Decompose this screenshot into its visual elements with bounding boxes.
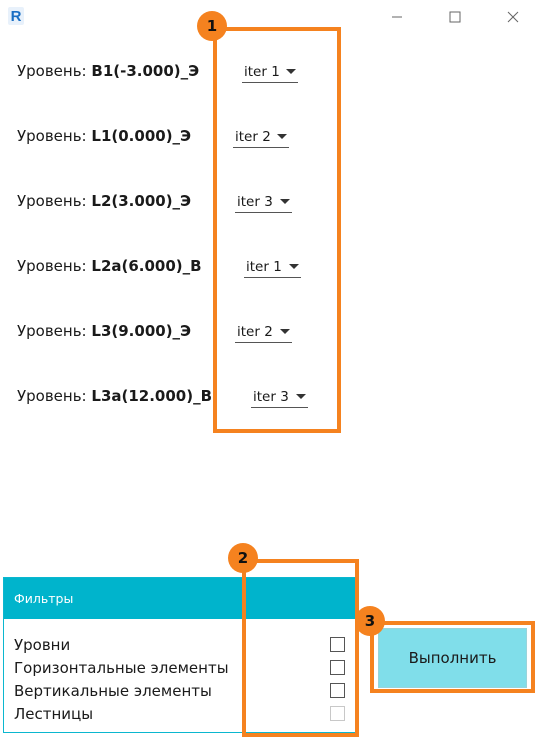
level-label: Уровень: L1(0.000)_Э (17, 127, 191, 145)
iteration-dropdown[interactable]: iter 2 (235, 321, 292, 343)
iteration-value: iter 3 (253, 388, 289, 405)
iteration-value: iter 2 (237, 323, 273, 340)
level-prefix: Уровень: (17, 387, 92, 405)
iteration-value: iter 1 (244, 63, 280, 80)
level-prefix: Уровень: (17, 192, 92, 210)
close-icon (507, 11, 519, 23)
iteration-dropdown[interactable]: iter 1 (244, 256, 301, 278)
iteration-value: iter 2 (235, 128, 271, 145)
dropdown-arrow-icon (280, 199, 290, 204)
annotation-badge-3: 3 (355, 606, 385, 636)
level-label: Уровень: L3a(12.000)_B (17, 387, 212, 405)
filter-row-horizontal: Горизонтальные элементы (14, 657, 345, 679)
dropdown-arrow-icon (289, 264, 299, 269)
annotation-box-3 (370, 621, 535, 693)
run-button[interactable]: Выполнить (378, 628, 527, 688)
filter-row-vertical: Вертикальные элементы (14, 680, 345, 702)
level-name: L1(0.000)_Э (91, 127, 192, 145)
level-prefix: Уровень: (17, 62, 92, 80)
dropdown-arrow-icon (296, 394, 306, 399)
filter-checkbox-vertical[interactable] (330, 683, 345, 698)
level-prefix: Уровень: (17, 322, 92, 340)
maximize-button[interactable] (440, 6, 470, 28)
iteration-dropdown[interactable]: iter 3 (235, 191, 292, 213)
revit-logo-icon: R (8, 7, 24, 25)
svg-text:R: R (11, 8, 22, 25)
filter-label: Лестницы (14, 705, 94, 723)
iteration-dropdown[interactable]: iter 2 (233, 126, 289, 148)
close-button[interactable] (498, 6, 528, 28)
annotation-box-2 (242, 559, 359, 737)
filter-label: Вертикальные элементы (14, 682, 212, 700)
iteration-value: iter 3 (237, 193, 273, 210)
level-label: Уровень: L3(9.000)_Э (17, 322, 191, 340)
level-name: L3(9.000)_Э (91, 322, 192, 340)
filter-row-stairs: Лестницы (14, 703, 345, 725)
filter-checkbox-levels[interactable] (330, 637, 345, 652)
annotation-box-1 (213, 27, 341, 433)
filter-label: Горизонтальные элементы (14, 659, 229, 677)
level-label: Уровень: B1(-3.000)_Э (17, 62, 199, 80)
level-label: Уровень: L2a(6.000)_B (17, 257, 202, 275)
filters-panel: Фильтры Уровни Горизонтальные элементы В… (3, 577, 356, 733)
level-label: Уровень: L2(3.000)_Э (17, 192, 191, 210)
minimize-button[interactable] (382, 6, 412, 28)
filter-label: Уровни (14, 636, 71, 654)
maximize-icon (449, 11, 461, 23)
filters-header: Фильтры (4, 578, 355, 619)
level-name: L2(3.000)_Э (91, 192, 192, 210)
level-name: L3a(12.000)_B (91, 387, 213, 405)
iteration-dropdown[interactable]: iter 1 (242, 61, 298, 83)
annotation-badge-1: 1 (197, 11, 227, 41)
iteration-value: iter 1 (246, 258, 282, 275)
level-prefix: Уровень: (17, 257, 92, 275)
level-name: B1(-3.000)_Э (91, 62, 200, 80)
minimize-icon (392, 16, 402, 18)
dropdown-arrow-icon (280, 329, 290, 334)
dropdown-arrow-icon (277, 134, 287, 139)
level-prefix: Уровень: (17, 127, 92, 145)
dropdown-arrow-icon (286, 69, 296, 74)
filter-row-levels: Уровни (14, 634, 345, 656)
iteration-dropdown[interactable]: iter 3 (251, 386, 308, 408)
level-name: L2a(6.000)_B (91, 257, 202, 275)
annotation-badge-2: 2 (228, 543, 258, 573)
filter-checkbox-stairs[interactable] (330, 706, 345, 721)
filter-checkbox-horizontal[interactable] (330, 660, 345, 675)
